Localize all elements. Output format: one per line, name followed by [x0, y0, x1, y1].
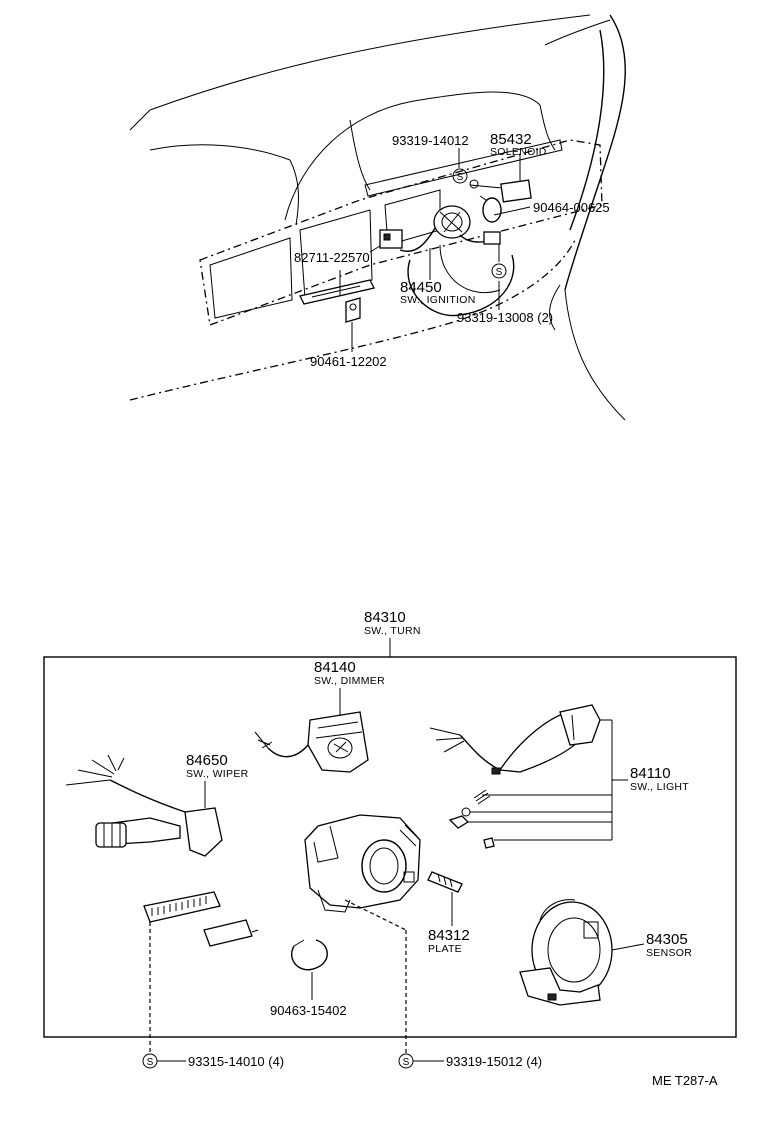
- s-symbol-top-2: S: [491, 263, 507, 279]
- top-leader-lines: [339, 148, 531, 352]
- label-solenoid: SOLENOID: [490, 146, 547, 158]
- module-part: [203, 919, 259, 947]
- label-sw-wiper: SW., WIPER: [186, 768, 249, 780]
- assembly-frame: [43, 656, 737, 1038]
- figure-code: ME T287-A: [652, 1073, 718, 1088]
- label-plate: PLATE: [428, 943, 462, 955]
- connector-82711-part: [299, 279, 375, 305]
- dashboard-illustration: [129, 14, 626, 421]
- solenoid-part: [469, 179, 532, 203]
- svg-text:S: S: [147, 1057, 154, 1068]
- s-symbol-bottom-1: S: [142, 1053, 158, 1069]
- label-90463-15402: 90463-15402: [270, 1003, 347, 1018]
- label-sw-dimmer: SW., DIMMER: [314, 675, 385, 687]
- label-sw-light: SW., LIGHT: [630, 781, 689, 793]
- label-84310: 84310: [364, 609, 406, 626]
- sensor-84305-part: [519, 899, 613, 1006]
- svg-text:S: S: [496, 267, 503, 278]
- label-93319-15012: 93319-15012 (4): [446, 1054, 542, 1069]
- clamp-90464-part: [479, 195, 502, 223]
- s-symbol-top-1: S: [452, 168, 468, 184]
- label-84140: 84140: [314, 659, 356, 676]
- plate-84312-part: [427, 871, 463, 893]
- bracket-90461-part: [345, 297, 361, 323]
- label-85432: 85432: [490, 131, 532, 148]
- label-93319-13008: 93319-13008 (2): [457, 310, 553, 325]
- s-symbol-bottom-2: S: [398, 1053, 414, 1069]
- dimmer-switch-part: [254, 711, 369, 773]
- connector-strip-part: [143, 891, 221, 923]
- svg-text:S: S: [457, 172, 464, 183]
- light-switch-small-parts: [448, 789, 495, 849]
- label-84312: 84312: [428, 927, 470, 944]
- label-84110: 84110: [630, 765, 671, 782]
- label-84450: 84450: [400, 279, 442, 296]
- clamp-90463-part: [291, 939, 328, 971]
- label-93319-14012: 93319-14012: [392, 133, 469, 148]
- light-switch-part: [429, 704, 601, 775]
- label-sw-turn: SW., TURN: [364, 625, 421, 637]
- label-93315-14010: 93315-14010 (4): [188, 1054, 284, 1069]
- svg-text:S: S: [403, 1057, 410, 1068]
- leader-93319-15012-a: [344, 899, 407, 931]
- ignition-switch-part: [379, 205, 501, 252]
- label-90461-12202: 90461-12202: [310, 354, 387, 369]
- label-sensor: SENSOR: [646, 947, 692, 959]
- light-switch-bracket-lines: [468, 719, 628, 841]
- label-sw-ignition: SW., IGNITION: [400, 294, 476, 306]
- wiper-switch-part: [65, 754, 223, 857]
- label-90464-00625: 90464-00625: [533, 200, 610, 215]
- turn-switch-body-part: [304, 814, 421, 913]
- label-84650: 84650: [186, 752, 228, 769]
- label-84305: 84305: [646, 931, 688, 948]
- label-82711-22570: 82711-22570: [294, 250, 370, 265]
